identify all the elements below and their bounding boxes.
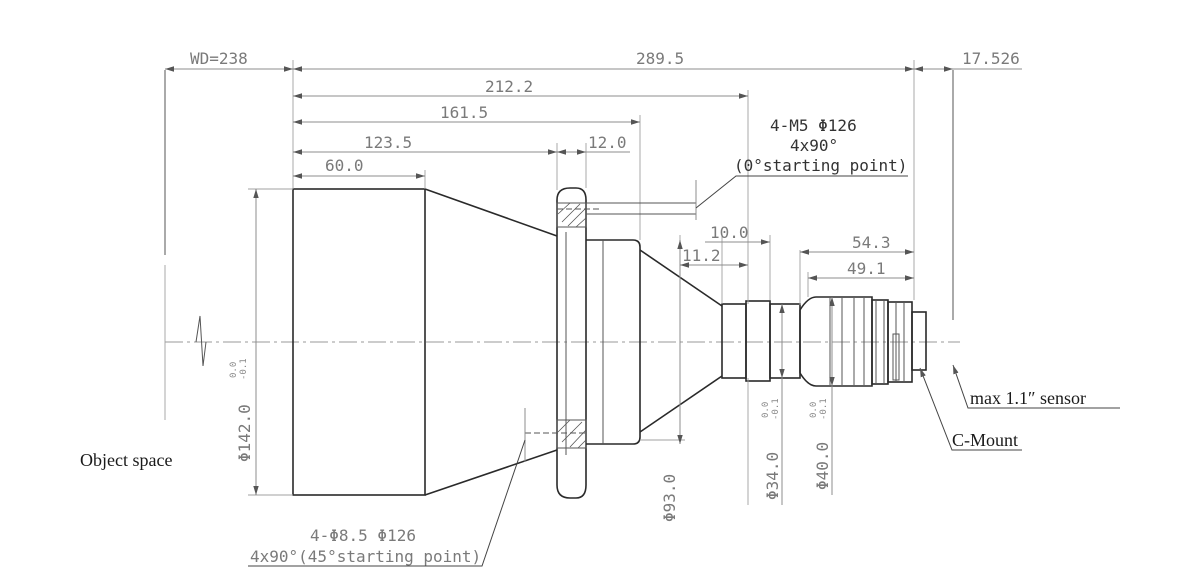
focus-ring	[745, 300, 771, 382]
rear-cone	[639, 249, 723, 433]
sensor-leader	[952, 364, 1120, 409]
hole-hatch-bottom	[557, 419, 587, 449]
dim-11: 11.2	[682, 246, 721, 265]
flange-hole-bottom	[556, 419, 587, 449]
dia-34-tol-upper: 0.0	[761, 402, 771, 418]
dia-40-tol-upper: 0.0	[809, 402, 819, 418]
dim-161: 161.5	[440, 103, 488, 122]
set-screw	[892, 333, 900, 381]
dia-93: Φ93.0	[660, 474, 679, 522]
lens-body	[292, 187, 927, 499]
bottom-hole-note-1: 4-Φ8.5 Φ126	[310, 526, 416, 545]
dim-17: 17.526	[962, 49, 1020, 68]
dim-wd: WD=238	[190, 49, 248, 68]
c-mount-thread	[911, 311, 927, 371]
sensor-label: max 1.1″ sensor	[970, 388, 1086, 408]
dia-142: Φ142.0	[235, 404, 254, 462]
dim-289: 289.5	[636, 49, 684, 68]
object-space-label: Object space	[80, 450, 172, 470]
dim-123: 123.5	[364, 133, 412, 152]
dia-142-tol-upper: 0.0	[229, 362, 239, 378]
flange-hole-top	[556, 202, 587, 228]
dim-12: 12.0	[588, 133, 627, 152]
hole-hatch-top	[557, 202, 587, 228]
top-hole-note-1: 4-M5 Φ126	[770, 116, 857, 135]
dim-49: 49.1	[847, 259, 886, 278]
front-cone	[424, 188, 558, 496]
bottom-hole-leader	[248, 439, 526, 567]
top-hole-leader	[695, 175, 908, 209]
rear-tube	[769, 303, 801, 379]
object-symbol	[195, 315, 207, 367]
dim-10: 10.0	[710, 223, 749, 242]
dia-40: Φ40.0	[813, 442, 832, 490]
bottom-hole-note-2: 4x90°(45°starting point)	[250, 547, 481, 566]
knurled-ring	[799, 296, 873, 387]
mount-flange	[556, 187, 587, 499]
rear-neck	[721, 303, 747, 379]
dia-34-tol-lower: -0.1	[771, 398, 781, 420]
dim-54: 54.3	[852, 233, 891, 252]
front-barrel	[292, 188, 426, 496]
top-hole-note-3: (0°starting point)	[734, 156, 907, 175]
mount-leader	[919, 367, 1022, 451]
mount-label: C-Mount	[952, 430, 1018, 450]
dim-212: 212.2	[485, 77, 533, 96]
dia-34: Φ34.0	[763, 452, 782, 500]
dia-142-tol-lower: -0.1	[239, 358, 249, 380]
top-hole-note-2: 4x90°	[790, 136, 838, 155]
dia-40-tol-lower: -0.1	[819, 398, 829, 420]
dim-60: 60.0	[325, 156, 364, 175]
rear-housing	[586, 239, 641, 445]
